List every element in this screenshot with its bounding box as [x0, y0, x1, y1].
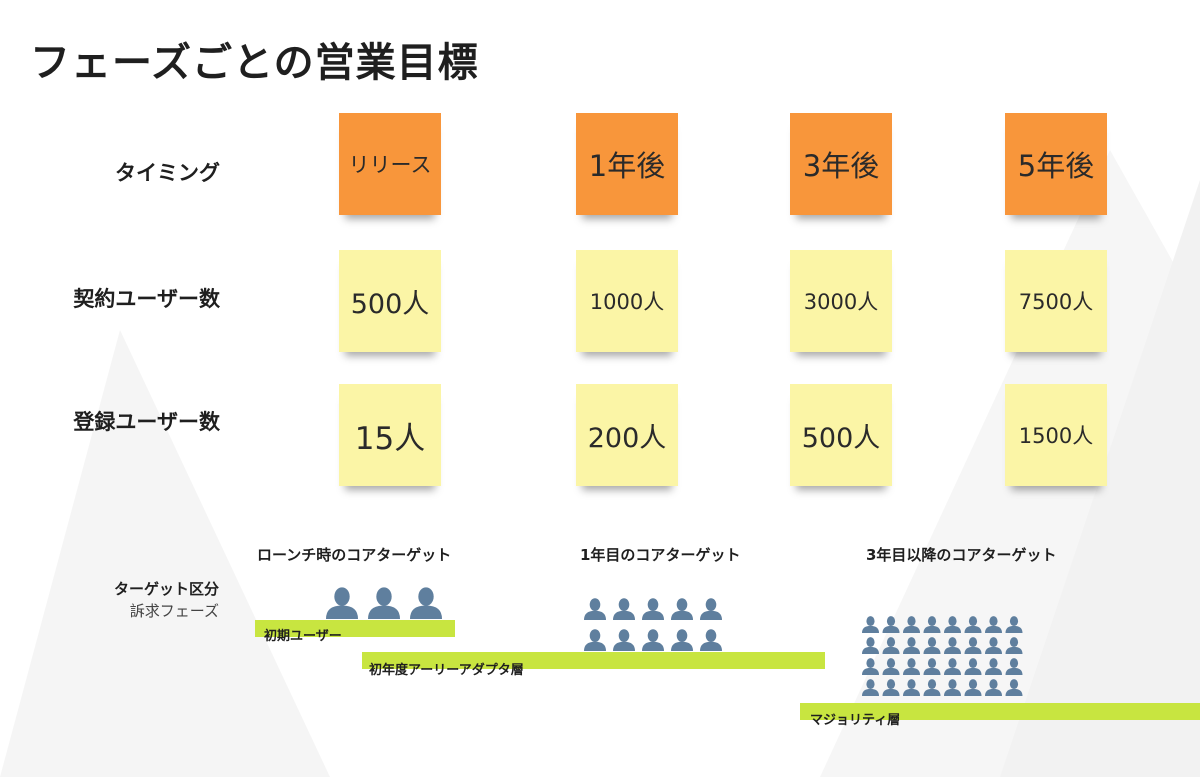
person-icon	[1005, 616, 1023, 633]
registered-users-note: 15人	[339, 384, 441, 486]
person-icon	[903, 637, 920, 654]
phase-label-early-adopters: 初年度アーリーアダプタ層	[369, 663, 524, 678]
registered-users-value: 1500人	[1018, 424, 1094, 448]
person-icon	[700, 629, 722, 651]
registered-users-value: 15人	[354, 420, 426, 457]
phase-bar-majority	[800, 703, 1200, 720]
phase-label-majority: マジョリティ層	[810, 713, 901, 728]
person-icon	[964, 658, 982, 675]
person-icon	[1005, 637, 1023, 654]
person-icon	[944, 658, 961, 675]
person-icon	[985, 679, 1002, 696]
registered-users-note: 500人	[790, 384, 892, 486]
registered-users-value: 200人	[587, 422, 667, 454]
contract-users-value: 3000人	[803, 290, 879, 314]
people-group-launch	[326, 587, 442, 619]
target-column-launch: ローンチ時のコアターゲット	[257, 546, 452, 564]
contract-users-value: 500人	[350, 288, 430, 320]
timing-note: リリース	[339, 113, 441, 215]
person-icon	[882, 679, 900, 696]
timing-note-text: 5年後	[1017, 149, 1095, 183]
person-icon	[584, 598, 606, 620]
person-icon	[923, 679, 941, 696]
person-icon	[613, 598, 635, 620]
target-segment-label: ターゲット区分	[113, 580, 219, 598]
person-icon	[944, 679, 961, 696]
row-label-timing: タイミング	[115, 161, 220, 185]
appeal-phase-label: 訴求フェーズ	[129, 602, 219, 620]
contract-users-note: 3000人	[790, 250, 892, 352]
person-icon	[944, 637, 961, 654]
target-column-year1: 1年目のコアターゲット	[580, 546, 741, 564]
contract-users-value: 7500人	[1018, 290, 1094, 314]
person-icon	[923, 658, 941, 675]
timing-note: 3年後	[790, 113, 892, 215]
contract-users-note: 500人	[339, 250, 441, 352]
contract-users-note: 7500人	[1005, 250, 1107, 352]
timing-note-text: 1年後	[588, 149, 666, 183]
person-icon	[862, 637, 879, 654]
page-title: フェーズごとの営業目標	[30, 40, 479, 86]
target-column-year3: 3年目以降のコアターゲット	[866, 546, 1057, 564]
person-icon	[1005, 658, 1023, 675]
registered-users-note: 200人	[576, 384, 678, 486]
row-label-registered-users: 登録ユーザー数	[73, 410, 220, 434]
person-icon	[671, 629, 693, 651]
timing-note: 1年後	[576, 113, 678, 215]
person-icon	[923, 637, 941, 654]
person-icon	[671, 598, 693, 620]
person-icon	[964, 616, 982, 633]
person-icon	[862, 616, 879, 633]
person-icon	[882, 637, 900, 654]
person-icon	[613, 629, 635, 651]
contract-users-value: 1000人	[589, 290, 665, 314]
people-group-year3	[862, 616, 1023, 696]
person-icon	[326, 587, 358, 619]
person-icon	[1005, 679, 1023, 696]
contract-users-note: 1000人	[576, 250, 678, 352]
person-icon	[985, 616, 1002, 633]
phase-bar-early-adopters	[362, 652, 825, 669]
person-icon	[368, 587, 400, 619]
registered-users-value: 500人	[801, 422, 881, 454]
person-icon	[642, 629, 664, 651]
person-icon	[985, 658, 1002, 675]
person-icon	[584, 629, 606, 651]
person-icon	[964, 679, 982, 696]
person-icon	[903, 616, 920, 633]
person-icon	[410, 587, 442, 619]
phase-label-early-users: 初期ユーザー	[264, 629, 342, 644]
person-icon	[882, 616, 900, 633]
person-icon	[903, 658, 920, 675]
row-label-contract-users: 契約ユーザー数	[73, 287, 220, 311]
person-icon	[964, 637, 982, 654]
phase-bar-early-users	[255, 620, 455, 637]
person-icon	[642, 598, 664, 620]
person-icon	[882, 658, 900, 675]
registered-users-note: 1500人	[1005, 384, 1107, 486]
person-icon	[862, 658, 879, 675]
person-icon	[700, 598, 722, 620]
person-icon	[944, 616, 961, 633]
person-icon	[985, 637, 1002, 654]
timing-note: 5年後	[1005, 113, 1107, 215]
timing-note-text: リリース	[348, 153, 432, 177]
person-icon	[903, 679, 920, 696]
timing-note-text: 3年後	[802, 149, 880, 183]
people-group-year1	[584, 598, 722, 651]
person-icon	[923, 616, 941, 633]
person-icon	[862, 679, 879, 696]
